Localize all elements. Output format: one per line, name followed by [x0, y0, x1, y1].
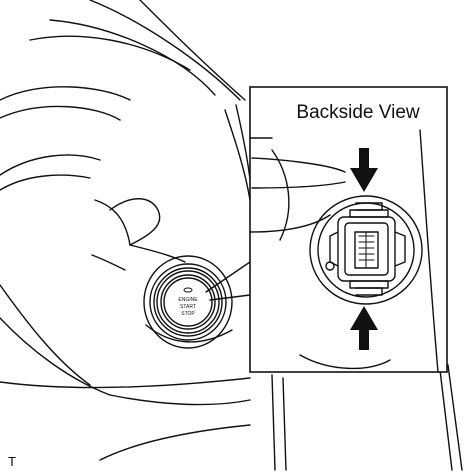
inset-title: Backside View	[296, 102, 419, 123]
press-arrow-up-icon	[350, 306, 378, 350]
steering-lever	[91, 198, 186, 271]
press-arrow-down-icon	[350, 148, 378, 192]
dashboard-outline	[0, 0, 251, 461]
trim-lines	[224, 104, 463, 471]
corner-label: T	[8, 454, 16, 469]
callout-leader	[205, 261, 251, 301]
button-text-line1: ENGINE	[178, 297, 198, 303]
engine-start-button: ENGINE START STOP	[143, 255, 233, 349]
button-text-line2: START	[180, 304, 196, 310]
backside-view-inset: Backside View	[249, 86, 448, 373]
connector-pins	[358, 231, 375, 269]
button-text-line3: STOP	[181, 311, 195, 317]
